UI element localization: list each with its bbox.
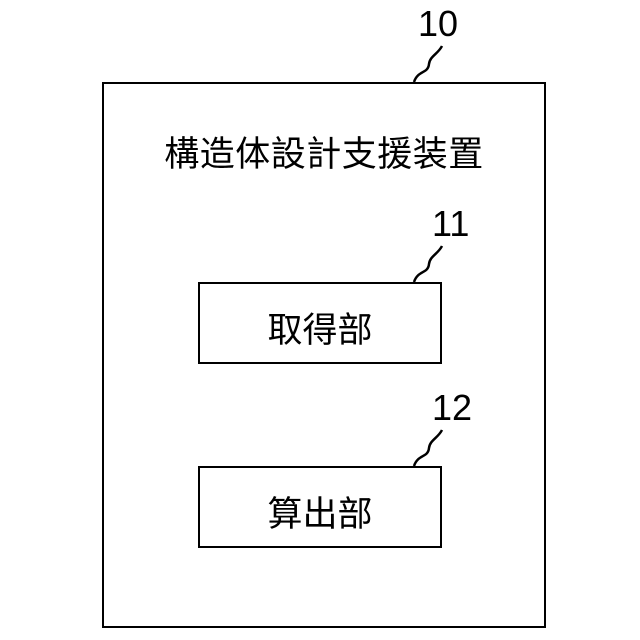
device-label: 構造体設計支援装置: [104, 126, 544, 177]
calculation-unit-label: 算出部: [200, 486, 440, 537]
ref-number-10: 10: [418, 6, 458, 42]
acquisition-unit-label: 取得部: [200, 302, 440, 353]
leader-line-10: [400, 40, 450, 90]
leader-line-11: [400, 238, 450, 288]
leader-line-12: [400, 422, 450, 472]
acquisition-unit-box: 取得部: [198, 282, 442, 364]
calculation-unit-box: 算出部: [198, 466, 442, 548]
ref-number-11: 11: [432, 206, 469, 242]
ref-number-12: 12: [432, 390, 472, 426]
